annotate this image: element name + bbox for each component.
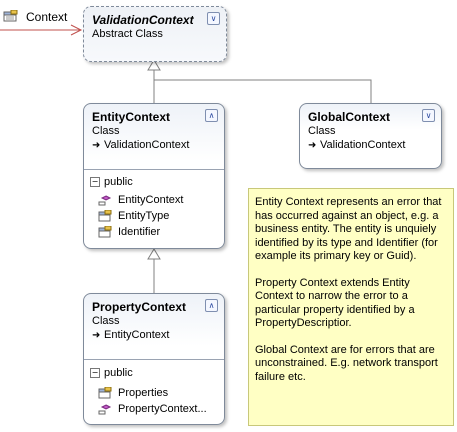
collapse-minus-icon[interactable]: −: [90, 177, 100, 187]
class-stereotype: Class: [308, 125, 336, 137]
section-label: public: [104, 367, 133, 379]
double-chevron-icon[interactable]: ∨: [422, 109, 435, 122]
class-name: GlobalContext: [308, 110, 391, 124]
member-name: EntityType: [118, 210, 170, 222]
section-public[interactable]: − public: [90, 176, 133, 188]
base-class: ➜ ValidationContext: [92, 139, 216, 151]
member-item[interactable]: EntityType: [98, 209, 170, 222]
compartment-divider: [84, 169, 224, 170]
property-icon: [98, 386, 112, 399]
double-chevron-icon[interactable]: ∧: [205, 109, 218, 122]
class-name: EntityContext: [92, 110, 170, 124]
inheritance-triangle-entity: [147, 248, 161, 260]
class-stereotype: Class: [92, 315, 120, 327]
property-icon: [98, 225, 112, 238]
base-class-name: ValidationContext: [104, 139, 190, 151]
entity-context-class[interactable]: EntityContext Class ➜ ValidationContext …: [83, 103, 225, 249]
global-context-class[interactable]: GlobalContext Class ➜ ValidationContext …: [299, 103, 442, 169]
class-stereotype: Class: [92, 125, 120, 137]
note-paragraph-property: Property Context extends Entity Context …: [255, 276, 415, 330]
compartment-divider: [84, 359, 224, 360]
double-chevron-icon[interactable]: ∨: [207, 12, 220, 25]
base-class-name: ValidationContext: [320, 139, 406, 151]
inherit-arrow-icon: ➜: [308, 139, 317, 151]
collapse-minus-icon[interactable]: −: [90, 368, 100, 378]
double-chevron-icon[interactable]: ∧: [205, 299, 218, 312]
validation-context-class[interactable]: ValidationContext Abstract Class ∨: [83, 6, 227, 62]
section-label: public: [104, 176, 133, 188]
base-class: ➜ ValidationContext: [308, 139, 433, 151]
association-label: Context: [26, 10, 68, 24]
member-name: EntityContext: [118, 194, 184, 206]
class-stereotype: Abstract Class: [92, 28, 163, 40]
member-name: Properties: [118, 387, 169, 399]
property-context-class[interactable]: PropertyContext Class ➜ EntityContext ∧ …: [83, 293, 225, 425]
member-name: PropertyContext...: [118, 403, 207, 415]
member-item[interactable]: Identifier: [98, 225, 161, 238]
association-arrowhead: [70, 24, 83, 36]
inherit-arrow-icon: ➜: [92, 139, 101, 151]
method-icon: [98, 194, 112, 206]
member-item[interactable]: Properties: [98, 386, 169, 399]
note-paragraph-entity: Entity Context represents an error that …: [255, 196, 442, 262]
comment-note[interactable]: Entity Context represents an error that …: [248, 188, 454, 426]
base-class-name: EntityContext: [104, 329, 170, 341]
member-item[interactable]: PropertyContext...: [98, 403, 207, 415]
note-paragraph-global: Global Context are for errors that are u…: [255, 343, 438, 383]
class-name: PropertyContext: [92, 300, 187, 314]
inheritance-line-validation: [153, 69, 372, 103]
class-name: ValidationContext: [92, 13, 194, 27]
inherit-arrow-icon: ➜: [92, 329, 101, 341]
member-item[interactable]: EntityContext: [98, 194, 183, 206]
inheritance-triangle-validation: [147, 59, 161, 71]
member-name: Identifier: [118, 226, 161, 238]
property-icon: [3, 9, 19, 24]
method-icon: [98, 403, 112, 415]
section-public[interactable]: − public: [90, 367, 133, 379]
property-icon: [98, 209, 112, 222]
base-class: ➜ EntityContext: [92, 329, 216, 341]
context-association[interactable]: Context: [3, 8, 67, 26]
